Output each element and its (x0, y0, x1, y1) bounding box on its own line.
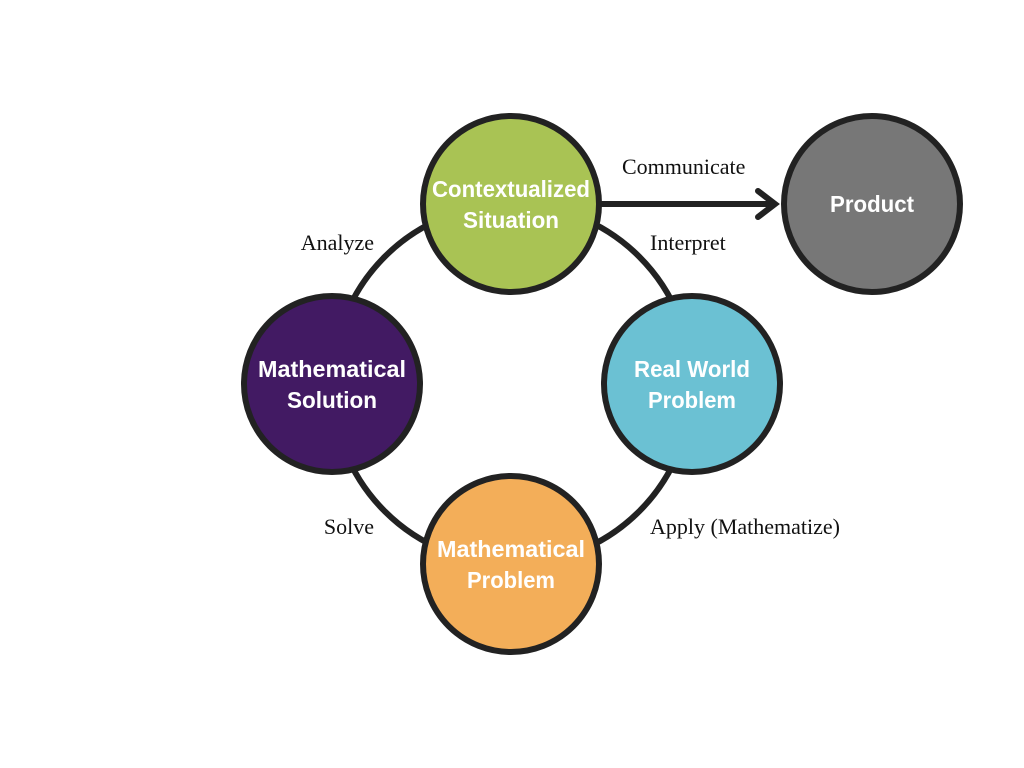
node-label-line1: Contextualized (432, 176, 590, 202)
node-mathematical-problem: Mathematical Problem (420, 473, 602, 655)
edge-label-analyze: Analyze (301, 230, 374, 255)
node-label-line2: Problem (648, 387, 736, 413)
node-label-line2: Problem (467, 567, 555, 593)
node-label: Product (830, 191, 914, 217)
node-circle (601, 293, 783, 475)
node-label-line1: Mathematical (258, 356, 406, 382)
node-circle (241, 293, 423, 475)
node-mathematical-solution: Mathematical Solution (241, 293, 423, 475)
node-circle (420, 113, 602, 295)
node-product: Product (781, 113, 963, 295)
communicate-arrow-head (755, 188, 780, 220)
edge-label-solve: Solve (324, 514, 374, 539)
node-label-line1: Mathematical (437, 536, 585, 562)
node-label-line1: Real World (634, 356, 750, 382)
edge-label-apply: Apply (Mathematize) (650, 514, 840, 539)
edge-label-interpret: Interpret (650, 230, 726, 255)
node-contextualized-situation: Contextualized Situation (420, 113, 602, 295)
node-circle (420, 473, 602, 655)
node-label-line2: Situation (463, 207, 559, 233)
edge-label-communicate: Communicate (622, 154, 745, 179)
node-real-world-problem: Real World Problem (601, 293, 783, 475)
node-circle (781, 113, 963, 295)
node-label-line2: Solution (287, 387, 377, 413)
